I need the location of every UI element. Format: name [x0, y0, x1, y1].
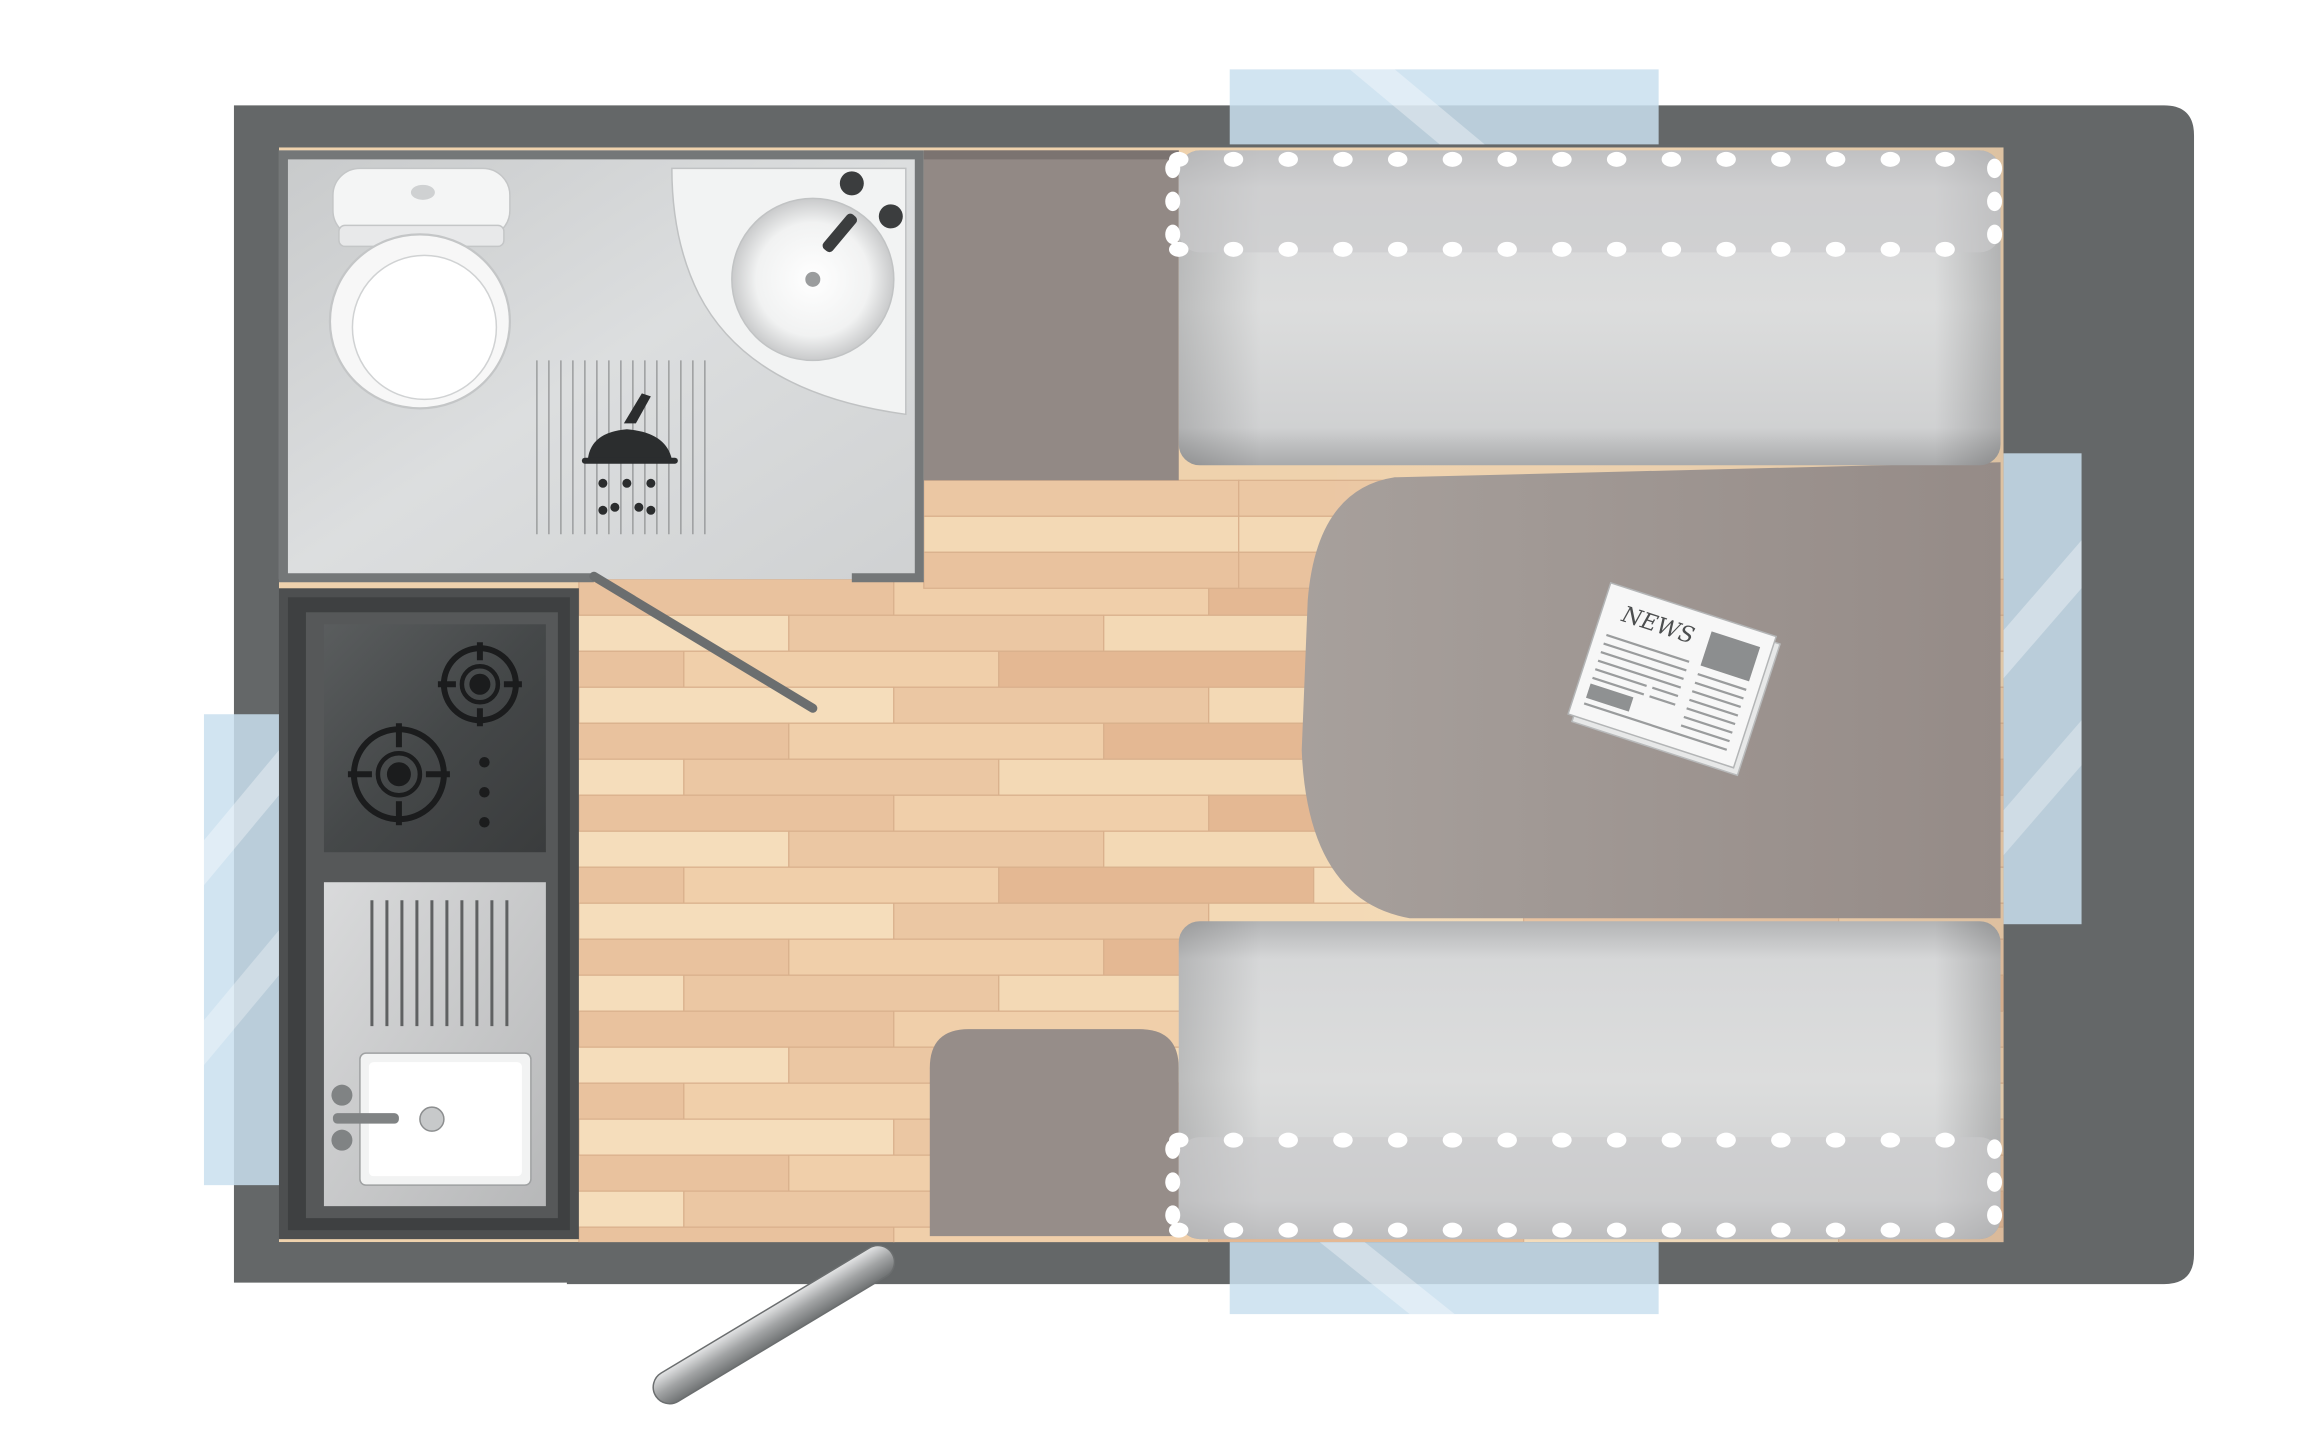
entrance-door[interactable]	[647, 1239, 901, 1409]
piping-dot	[1935, 241, 1955, 257]
piping-dot	[1661, 1222, 1682, 1238]
corner-cabinet	[929, 1029, 1179, 1237]
kitchen	[278, 588, 579, 1240]
piping-dot	[1935, 151, 1955, 167]
piping-dot	[1223, 1222, 1244, 1238]
piping-dot	[1716, 241, 1736, 257]
piping-dot	[1880, 1222, 1901, 1238]
piping-dot	[1661, 1132, 1682, 1148]
piping-dot	[1552, 1222, 1572, 1238]
piping-dot	[1661, 151, 1682, 167]
lower-bench	[1165, 921, 2003, 1240]
piping-dot	[1552, 241, 1572, 257]
piping-dot	[1387, 1132, 1408, 1148]
piping-dot	[1606, 151, 1627, 167]
piping-dot	[1223, 241, 1244, 257]
lower-bench-piping	[1165, 1132, 2003, 1238]
piping-dot	[1880, 1132, 1901, 1148]
piping-dot	[1497, 1222, 1517, 1238]
shower-head-icon	[581, 393, 678, 515]
piping-dot	[1606, 241, 1627, 257]
piping-dot	[1278, 241, 1298, 257]
basin-tap-icon	[822, 171, 903, 253]
piping-dot	[1165, 191, 1181, 212]
piping-dot	[1661, 241, 1682, 257]
piping-dot	[1223, 1132, 1244, 1148]
piping-dot	[1716, 151, 1736, 167]
sink-tap-icon	[331, 1084, 399, 1151]
piping-dot	[1168, 241, 1189, 257]
piping-dot	[1987, 1172, 2003, 1192]
piping-dot	[1935, 1132, 1955, 1148]
piping-dot	[1825, 1222, 1846, 1238]
piping-dot	[1442, 1222, 1463, 1238]
piping-dot	[1987, 1139, 2003, 1159]
stove-knob-icons	[479, 756, 490, 828]
piping-dot	[1442, 241, 1463, 257]
piping-dot	[1165, 224, 1181, 245]
piping-dot	[1278, 1222, 1298, 1238]
piping-dot	[1552, 151, 1572, 167]
upper-bench-piping	[1165, 151, 2003, 257]
piping-dot	[1552, 1132, 1572, 1148]
piping-dot	[1442, 151, 1463, 167]
bathroom	[278, 150, 924, 713]
piping-dot	[1387, 151, 1408, 167]
stove	[323, 624, 546, 853]
piping-dot	[1987, 224, 2003, 245]
piping-dot	[1333, 1222, 1353, 1238]
piping-dot	[1497, 1132, 1517, 1148]
drainboard	[370, 900, 509, 1027]
piping-dot	[1987, 1205, 2003, 1225]
piping-dot	[1333, 241, 1353, 257]
piping-dot	[1165, 158, 1181, 179]
piping-dot	[1825, 241, 1846, 257]
newspaper: NEWS	[1567, 581, 1781, 777]
piping-dot	[1442, 1132, 1463, 1148]
piping-dot	[1987, 191, 2003, 212]
washbasin	[731, 171, 903, 362]
piping-dot	[1165, 1139, 1181, 1159]
piping-dot	[1333, 1132, 1353, 1148]
piping-dot	[1165, 1172, 1181, 1192]
kitchen-sink	[323, 882, 546, 1207]
piping-dot	[1387, 1222, 1408, 1238]
piping-dot	[1771, 1222, 1791, 1238]
piping-dot	[1387, 241, 1408, 257]
burner-small-icon	[437, 642, 522, 727]
piping-dot	[1165, 1205, 1181, 1225]
piping-dot	[1606, 1222, 1627, 1238]
window-bottom	[1229, 1242, 1659, 1315]
windows	[203, 69, 2082, 1315]
piping-dot	[1716, 1132, 1736, 1148]
wardrobe	[923, 150, 1179, 481]
piping-dot	[1278, 1132, 1298, 1148]
piping-dot	[1497, 151, 1517, 167]
window-right	[2003, 453, 2082, 925]
window-left	[203, 714, 279, 1186]
piping-dot	[1716, 1222, 1736, 1238]
piping-dot	[1880, 151, 1901, 167]
piping-dot	[1278, 151, 1298, 167]
piping-dot	[1825, 151, 1846, 167]
piping-dot	[1497, 241, 1517, 257]
piping-dot	[1825, 1132, 1846, 1148]
piping-dot	[1771, 1132, 1791, 1148]
piping-dot	[1771, 241, 1791, 257]
piping-dot	[1606, 1132, 1627, 1148]
window-top	[1229, 69, 1659, 145]
piping-dot	[1987, 158, 2003, 179]
piping-dot	[1935, 1222, 1955, 1238]
piping-dot	[1333, 151, 1353, 167]
burner-large-icon	[347, 723, 450, 826]
piping-dot	[1168, 1222, 1189, 1238]
piping-dot	[1880, 241, 1901, 257]
bathroom-door[interactable]	[589, 571, 818, 713]
piping-dot	[1771, 151, 1791, 167]
upper-bench	[1165, 150, 2003, 466]
piping-dot	[1223, 151, 1244, 167]
toilet	[328, 167, 512, 410]
